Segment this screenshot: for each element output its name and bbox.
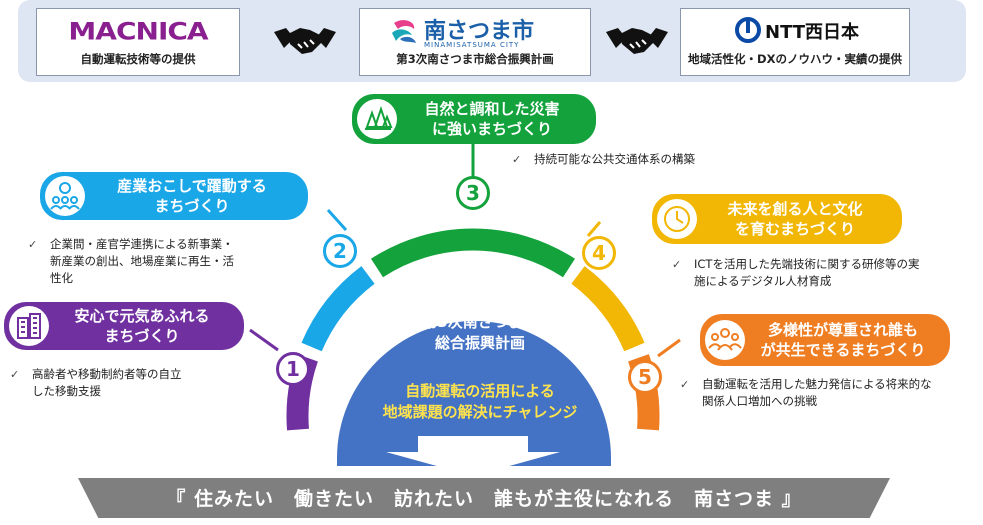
theme-4-title-line-2: を育むまちづくり [734,220,855,238]
center-challenge: 自動運転の活用による 地域課題の解決にチャレンジ [340,381,620,423]
slogan-banner: 『 住みたい 働きたい 訪れたい 誰もが主役になれる 南さつま 』 [78,478,890,518]
theme-1-title-line-2: まちづくり [104,327,180,345]
arc-segment-2 [301,266,375,352]
theme-number-1: 1 [276,352,310,386]
theme-number-3: 3 [456,176,490,210]
theme-pill-5: 多様性が尊重され誰も が共生できるまちづくり [700,314,950,366]
center-title-line-1: 第3次南さつま市 [422,313,538,331]
city-card: 南さつま市 MINAMISATSUMA CITY 第3次南さつま市総合振興計画 [359,8,591,76]
connector-2 [326,208,348,232]
theme-4-bullet-line-2: 施によるデジタル人材育成 [694,274,832,288]
macnica-card: MACNICA 自動運転技術等の提供 [36,8,240,76]
down-arrow-icon [386,436,560,476]
arc-segment-4 [571,266,645,352]
theme-1-bullet: ✓ 高齢者や移動制約者等の自立 した移動支援 [10,366,250,400]
theme-pill-2: 産業おこしで躍動する まちづくり [40,172,308,220]
theme-5-title-line-1: 多様性が尊重され誰も [767,321,918,339]
theme-2-bullet-line-1: 企業間・産官学連携による新事業・ [50,237,234,251]
theme-5-bullet: ✓ 自動運転を活用した魅力発信による将来的な 関係人口増加への挑戦 [680,376,980,410]
theme-5-bullet-line-2: 関係人口増加への挑戦 [702,394,817,408]
theme-3-title-line-2: に強いまちづくり [431,120,552,138]
theme-5-bullet-line-1: 自動運転を活用した魅力発信による将来的な [702,377,932,391]
slogan-text: 『 住みたい 働きたい 訪れたい 誰もが主役になれる 南さつま 』 [166,488,802,510]
ntt-logo-icon [735,17,761,43]
theme-number-5: 5 [628,360,662,394]
theme-5-title-line-2: が共生できるまちづくり [760,341,926,359]
handshake-icon [604,22,670,60]
macnica-logo: MACNICA [68,17,208,46]
theme-1-title-line-1: 安心で元気あふれる [74,307,210,325]
city-emblem-icon [390,17,418,45]
theme-2-bullet-line-2: 新産業の創出、地場産業に再生・活 [50,254,234,268]
theme-number-4: 4 [582,236,616,270]
theme-2-title-line-1: 産業おこしで躍動する [117,177,267,195]
center-challenge-line-1: 自動運転の活用による [405,382,555,400]
macnica-caption: 自動運転技術等の提供 [80,52,196,66]
connector-4 [586,221,602,237]
check-icon: ✓ [10,368,20,381]
buildings-icon [9,306,49,346]
theme-pill-1: 安心で元気あふれる まちづくり [4,302,244,350]
theme-number-2: 2 [323,234,357,268]
theme-pill-4: 未来を創る人と文化 を育むまちづくり [652,194,902,244]
group-icon [705,320,745,360]
theme-1-bullet-line-2: した移動支援 [32,384,101,398]
theme-2-bullet-line-3: 性化 [50,271,73,285]
arc-segment-3 [371,228,575,278]
theme-3-bullet-line-1: 持続可能な公共交通体系の構築 [534,152,695,166]
center-title: 第3次南さつま市 総合振興計画 [340,312,620,354]
theme-4-title-line-1: 未来を創る人と文化 [727,200,863,218]
theme-2-title-line-2: まちづくり [154,197,230,215]
ntt-caption: 地域活性化・DXのノウハウ・実績の提供 [688,52,902,66]
connector-1 [249,328,279,352]
theme-4-bullet: ✓ ICTを活用した先端技術に関する研修等の実 施によるデジタル人材育成 [672,256,972,290]
center-title-line-2: 総合振興計画 [434,334,525,352]
theme-3-bullet: ✓ 持続可能な公共交通体系の構築 [512,151,762,168]
check-icon: ✓ [672,258,682,271]
city-logo-sub: MINAMISATSUMA CITY [424,41,520,49]
theme-pill-3: 自然と調和した災害 に強いまちづくり [352,94,596,144]
center-dome [337,321,611,466]
check-icon: ✓ [28,238,38,251]
city-caption: 第3次南さつま市総合振興計画 [396,52,554,66]
connector-5 [657,338,681,358]
theme-4-bullet-line-1: ICTを活用した先端技術に関する研修等の実 [694,257,920,271]
handshake-icon [272,22,338,60]
theme-1-bullet-line-1: 高齢者や移動制約者等の自立 [32,367,182,381]
center-challenge-line-2: 地域課題の解決にチャレンジ [382,403,578,421]
ntt-card: NTT西日本 地域活性化・DXのノウハウ・実績の提供 [680,8,910,76]
people-idea-icon [45,176,85,216]
check-icon: ✓ [680,378,690,391]
theme-3-title-line-1: 自然と調和した災害 [424,100,560,118]
theme-2-bullet: ✓ 企業間・産官学連携による新事業・ 新産業の創出、地場産業に再生・活 性化 [28,236,278,287]
clock-icon [657,199,697,239]
check-icon: ✓ [512,153,522,166]
city-logo: 南さつま市 [424,19,535,44]
ntt-logo: NTT西日本 [765,22,860,43]
trees-icon [357,99,397,139]
